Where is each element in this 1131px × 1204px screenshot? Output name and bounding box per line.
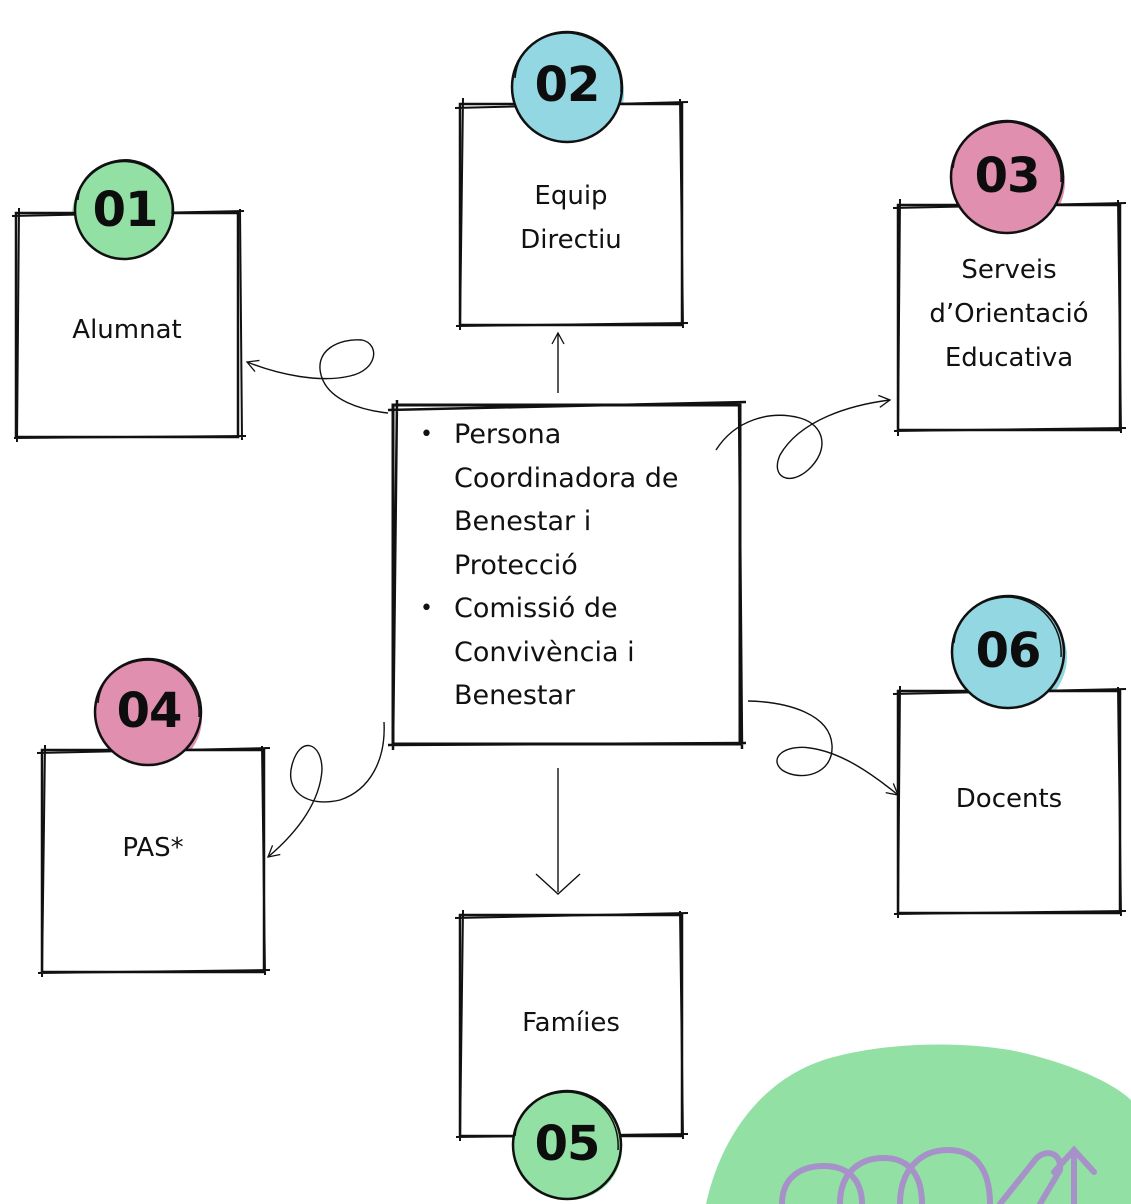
badge-04-number: 04 [116,683,183,739]
badge-01-number: 01 [92,182,159,238]
node-03-label: Serveis d’Orientació Educativa [896,248,1122,380]
badge-03-number: 03 [974,148,1041,204]
node-03-label-line: d’Orientació [929,299,1089,329]
connector-to-01 [245,339,389,414]
center-list: Persona Coordinadora de Benestar i Prote… [418,413,718,718]
connector-to-04 [266,721,385,858]
growth-icon [779,1145,1097,1204]
badges [73,30,1066,1201]
center-list-item: Comissió de Convivència i Benestar [418,587,718,718]
box-04 [36,744,271,978]
node-06-label: Docents [955,784,1063,814]
node-04-label: PAS* [122,833,184,863]
node-01-label: Alumnat [72,315,182,345]
badge-06-number: 06 [975,623,1042,679]
connector-to-05-head [535,873,581,895]
connector-to-03 [715,394,892,480]
connector-to-06 [747,700,900,796]
node-02-label: Equip Directiu [460,174,682,262]
node-02-label-line: Directiu [520,225,622,255]
badge-05-number: 05 [534,1116,601,1172]
connectors [245,331,900,895]
badge-02-number: 02 [534,57,601,113]
box-03 [892,198,1127,437]
node-02-label-line: Equip [534,181,608,211]
node-03-label-line: Educativa [944,343,1074,373]
node-05-label: Famíies [522,1008,620,1038]
center-list-item: Persona Coordinadora de Benestar i Prote… [418,413,718,587]
node-03-label-line: Serveis [961,255,1057,285]
